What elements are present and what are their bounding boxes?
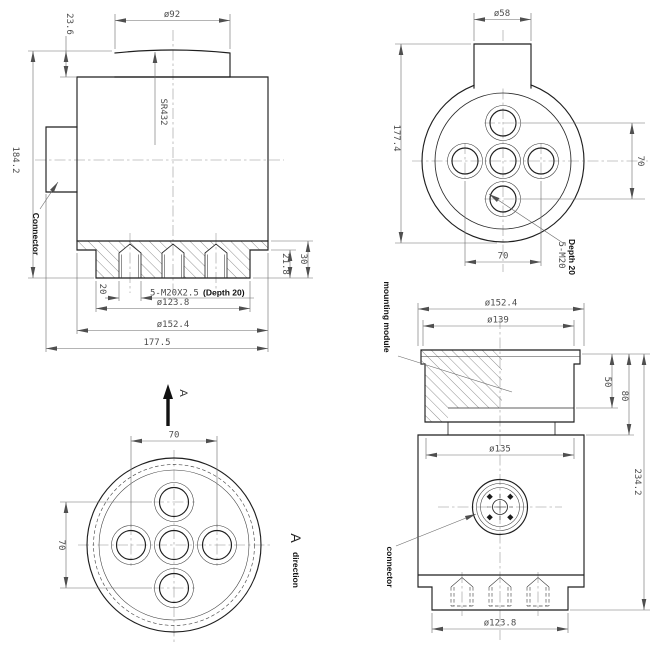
- dim-sphere-radius: SR432: [158, 98, 168, 125]
- top-view-centerlines: [412, 30, 648, 272]
- connector-label-mounted: connector: [385, 546, 395, 588]
- hidden-circle-bottom: [93, 464, 255, 626]
- dim-top-overall-height: 177.4: [391, 124, 401, 151]
- outer-circle-bottom: [86, 457, 262, 633]
- tapped-holes-top: [447, 105, 559, 217]
- mounting-module: [420, 349, 581, 423]
- dim-flange-height: 30: [298, 254, 308, 265]
- dim-bottom-spacing-h: 70: [169, 431, 180, 441]
- direction-word: direction: [291, 552, 301, 588]
- thread-spec-text: 5-M20X2.5: [150, 289, 199, 299]
- view-arrow-letter: A: [177, 389, 189, 397]
- dim-hole-spacing-v: 70: [635, 156, 645, 167]
- direction-letter: A: [288, 533, 304, 543]
- connector-stub-top: [473, 43, 532, 89]
- dim-stub-diameter: ø58: [494, 9, 510, 19]
- dim-base-diameter: ø123.8: [484, 619, 517, 629]
- hidden-base-holes: [450, 577, 550, 607]
- front-view-centerlines: [35, 30, 284, 300]
- view-direction-arrow: A: [163, 384, 189, 426]
- stub-mask: [474, 44, 531, 87]
- bottom-view: 70 70 A A direction: [56, 384, 304, 645]
- load-button-cap: [114, 49, 231, 78]
- main-body: [76, 76, 269, 242]
- arrowhead: [163, 384, 173, 399]
- tapped-holes-section: [118, 243, 228, 278]
- dim-step-height: 21.8: [280, 253, 290, 275]
- dim-body-diameter: ø135: [489, 445, 511, 455]
- main-body-mounted: [417, 434, 585, 611]
- connector-face: [471, 478, 529, 536]
- dim-mounted-height: 234.2: [632, 468, 642, 495]
- thread-lines: [121, 254, 225, 278]
- connector-pins: [486, 493, 514, 521]
- dim-cap-height: 23.6: [64, 13, 74, 35]
- dim-bolt-circle: ø123.8: [157, 298, 190, 308]
- thread-depth-text: (Depth 20): [203, 288, 245, 298]
- mounted-view: mounting module connector: [382, 281, 650, 640]
- tapped-holes-bottom: [111, 482, 237, 608]
- thread-label-top: 5-M20: [556, 241, 566, 268]
- dim-hole-spacing-h: 70: [498, 252, 509, 262]
- base-flange: [76, 240, 269, 279]
- dim-flange-diameter: ø152.4: [157, 320, 190, 330]
- inner-circle-bottom: [98, 469, 250, 621]
- mounting-module-label: mounting module: [382, 281, 392, 353]
- dim-thread-width: 20: [97, 284, 107, 295]
- dim-overall-width: 177.5: [143, 338, 170, 348]
- dim-bottom-spacing-v: 70: [56, 540, 66, 551]
- inner-circle: [434, 92, 572, 230]
- dim-step-depth: 50: [602, 377, 612, 388]
- view-direction-label: A direction: [288, 533, 304, 588]
- dim-module-diameter: ø139: [487, 316, 509, 326]
- front-view: ø92 23.6 184.2 SR432 Connector 21.8 30 2…: [10, 10, 313, 352]
- dim-module-height: 80: [619, 391, 629, 402]
- dim-total-height: 184.2: [10, 146, 20, 173]
- dim-cap-diameter: ø92: [164, 10, 180, 20]
- dim-mounted-outer: ø152.4: [485, 299, 518, 309]
- connector-label: Connector: [31, 213, 41, 256]
- module-neck: [447, 422, 556, 435]
- bottom-view-centerlines: [78, 450, 272, 645]
- connector-stub: [45, 126, 78, 193]
- thread-depth-label-top: Depth 20: [567, 239, 577, 275]
- module-section-hatch: [421, 350, 502, 422]
- top-view: ø58 177.4 70 70 5-M20 Depth 20: [391, 9, 648, 275]
